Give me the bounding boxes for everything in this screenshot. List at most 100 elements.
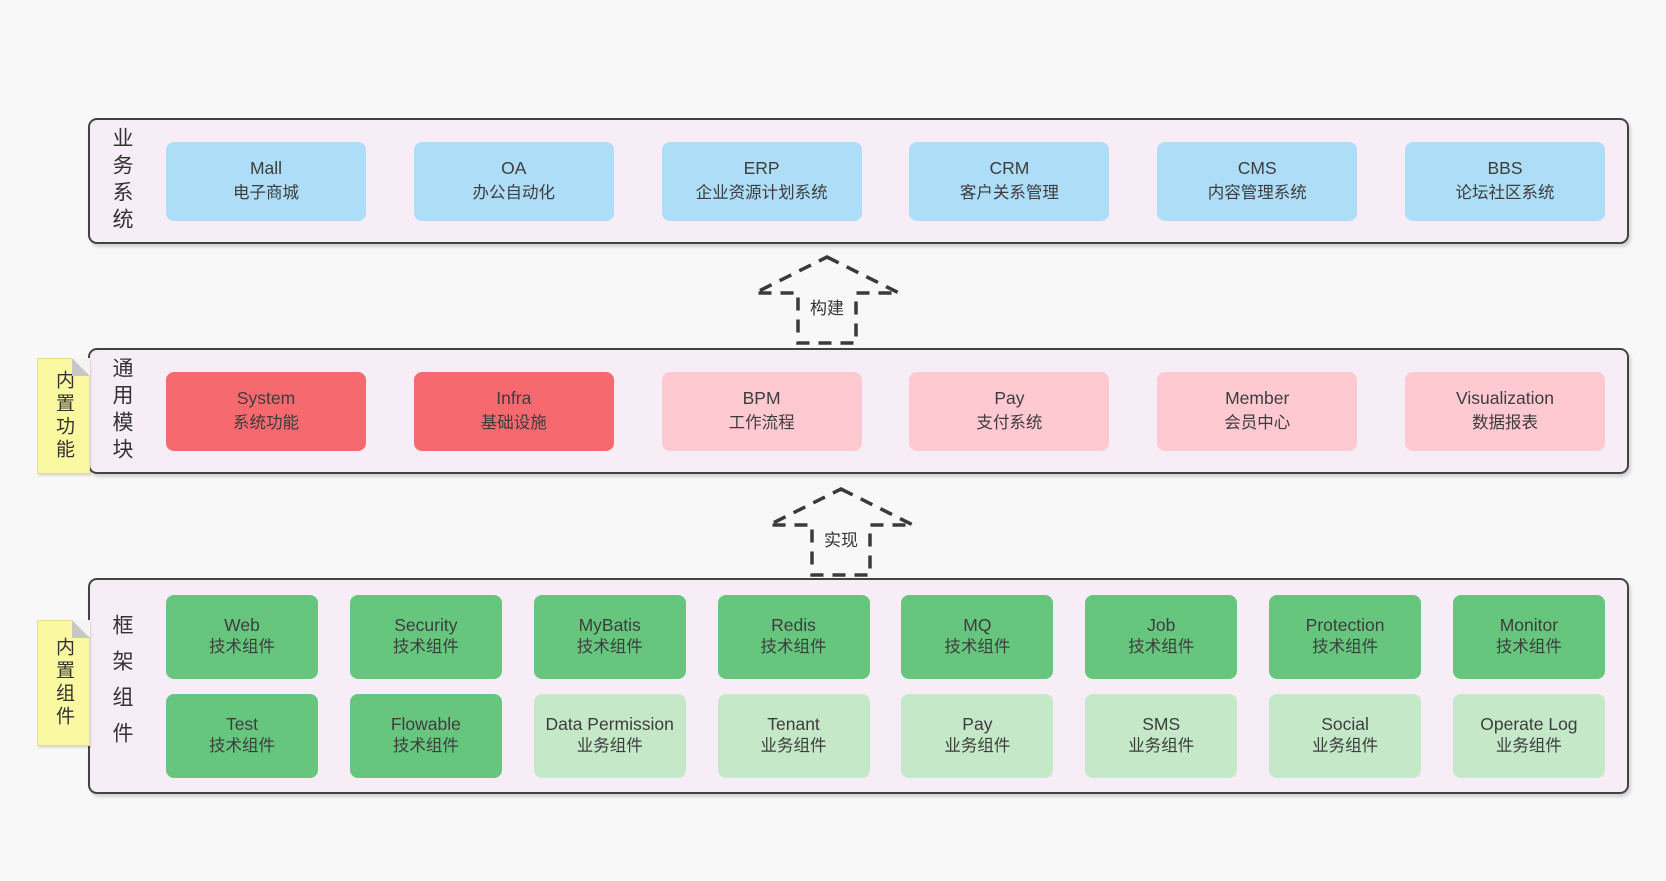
box-subtitle: 技术组件 [944, 638, 1011, 657]
build-arrow-label: 构建 [807, 294, 847, 319]
box-title: ERP [743, 158, 780, 179]
business-boxes: Mall 电子商城 OA 办公自动化 ERP 企业资源计划系统 CRM 客户关系… [136, 141, 1627, 221]
box-bbs: BBS 论坛社区系统 [1404, 141, 1605, 221]
sticky-built-in-components: 内置组件 [37, 620, 90, 746]
band-modules-label: 通用模块 [110, 357, 133, 465]
box-web: Web 技术组件 [166, 594, 318, 679]
band-common-modules: 通用模块 System 系统功能 Infra 基础设施 BPM 工作流程 Pay… [88, 348, 1629, 474]
box-subtitle: 技术组件 [392, 638, 459, 657]
box-sms: SMS 业务组件 [1085, 693, 1238, 778]
box-title: OA [501, 158, 527, 179]
implement-arrow: 实现 [766, 486, 916, 578]
up-arrow-icon [754, 255, 900, 345]
box-subtitle: 支付系统 [976, 413, 1043, 432]
box-subtitle: 企业资源计划系统 [695, 183, 828, 202]
folded-corner-icon [72, 358, 90, 376]
box-subtitle: 业务组件 [576, 737, 643, 756]
box-subtitle: 客户关系管理 [959, 183, 1059, 202]
box-subtitle: 技术组件 [209, 638, 275, 657]
box-subtitle: 业务组件 [1312, 737, 1379, 756]
box-job: Job 技术组件 [1085, 594, 1238, 679]
box-data-permission: Data Permission 业务组件 [533, 693, 686, 778]
box-mybatis: MyBatis 技术组件 [533, 594, 686, 679]
box-title: Redis [771, 615, 816, 636]
box-subtitle: 业务组件 [944, 737, 1011, 756]
box-title: Member [1225, 388, 1290, 409]
box-bpm: BPM 工作流程 [661, 371, 862, 451]
box-operate-log: Operate Log 业务组件 [1452, 693, 1605, 778]
box-tenant: Tenant 业务组件 [717, 693, 870, 778]
box-subtitle: 业务组件 [760, 737, 827, 756]
box-subtitle: 办公自动化 [472, 183, 556, 202]
box-mq: MQ 技术组件 [901, 594, 1054, 679]
box-oa: OA 办公自动化 [413, 141, 614, 221]
box-subtitle: 技术组件 [1495, 638, 1562, 657]
implement-arrow-label: 实现 [821, 526, 861, 551]
box-subtitle: 系统功能 [233, 413, 299, 432]
box-subtitle: 基础设施 [480, 413, 547, 432]
box-title: CRM [989, 158, 1030, 179]
band-business-label: 业务系统 [110, 127, 133, 235]
box-test: Test 技术组件 [166, 693, 318, 778]
box-subtitle: 会员中心 [1224, 413, 1291, 432]
sticky-text: 内置组件 [53, 637, 74, 729]
sticky-built-in-functions: 内置功能 [37, 358, 90, 474]
box-monitor: Monitor 技术组件 [1452, 594, 1605, 679]
box-subtitle: 工作流程 [728, 413, 795, 432]
box-title: Security [394, 615, 458, 636]
box-title: Operate Log [1480, 714, 1578, 735]
box-subtitle: 业务组件 [1128, 737, 1195, 756]
framework-rows: Web 技术组件 Security 技术组件 MyBatis 技术组件 Redi… [136, 594, 1627, 778]
box-security: Security 技术组件 [349, 594, 502, 679]
box-cms: CMS 内容管理系统 [1157, 141, 1358, 221]
box-pay-component: Pay 业务组件 [901, 693, 1054, 778]
box-title: Job [1147, 615, 1176, 636]
box-title: Pay [962, 714, 993, 735]
box-title: Monitor [1499, 615, 1559, 636]
box-title: Web [224, 615, 260, 636]
box-title: MyBatis [578, 615, 641, 636]
box-subtitle: 技术组件 [576, 638, 643, 657]
box-infra: Infra 基础设施 [413, 371, 614, 451]
box-subtitle: 电子商城 [233, 183, 299, 202]
box-title: Test [225, 714, 259, 735]
box-subtitle: 数据报表 [1471, 413, 1538, 432]
folded-corner-icon [72, 620, 90, 638]
box-title: MQ [963, 615, 992, 636]
box-subtitle: 技术组件 [1312, 638, 1379, 657]
module-boxes: System 系统功能 Infra 基础设施 BPM 工作流程 Pay 支付系统… [136, 371, 1627, 451]
box-title: Pay [994, 388, 1025, 409]
box-pay-module: Pay 支付系统 [909, 371, 1110, 451]
box-subtitle: 内容管理系统 [1207, 183, 1307, 202]
box-title: SMS [1142, 714, 1181, 735]
box-member: Member 会员中心 [1157, 371, 1358, 451]
box-title: CMS [1237, 158, 1277, 179]
band-framework-components: 框架组件 Web 技术组件 Security 技术组件 MyBatis 技术组件… [88, 578, 1629, 794]
sticky-text: 内置功能 [53, 370, 74, 462]
band-framework-label: 框架组件 [110, 614, 133, 758]
box-title: Infra [496, 388, 532, 409]
box-title: Data Permission [545, 714, 674, 735]
box-crm: CRM 客户关系管理 [909, 141, 1110, 221]
box-title: Visualization [1456, 388, 1554, 409]
box-title: BBS [1487, 158, 1523, 179]
box-subtitle: 技术组件 [1128, 638, 1195, 657]
up-arrow-icon [768, 487, 914, 577]
box-subtitle: 业务组件 [1495, 737, 1562, 756]
box-visualization: Visualization 数据报表 [1404, 371, 1605, 451]
box-title: Protection [1305, 615, 1385, 636]
framework-row-1: Web 技术组件 Security 技术组件 MyBatis 技术组件 Redi… [166, 594, 1605, 679]
box-protection: Protection 技术组件 [1269, 594, 1422, 679]
box-subtitle: 技术组件 [209, 737, 275, 756]
box-subtitle: 技术组件 [392, 737, 459, 756]
box-title: Social [1321, 714, 1369, 735]
box-mall: Mall 电子商城 [166, 141, 366, 221]
box-title: Flowable [390, 714, 461, 735]
band-business-systems: 业务系统 Mall 电子商城 OA 办公自动化 ERP 企业资源计划系统 CRM… [88, 118, 1629, 244]
build-arrow: 构建 [752, 254, 902, 346]
box-system: System 系统功能 [166, 371, 366, 451]
box-title: BPM [742, 388, 781, 409]
box-title: System [236, 388, 296, 409]
box-title: Mall [249, 158, 283, 179]
box-title: Tenant [767, 714, 820, 735]
